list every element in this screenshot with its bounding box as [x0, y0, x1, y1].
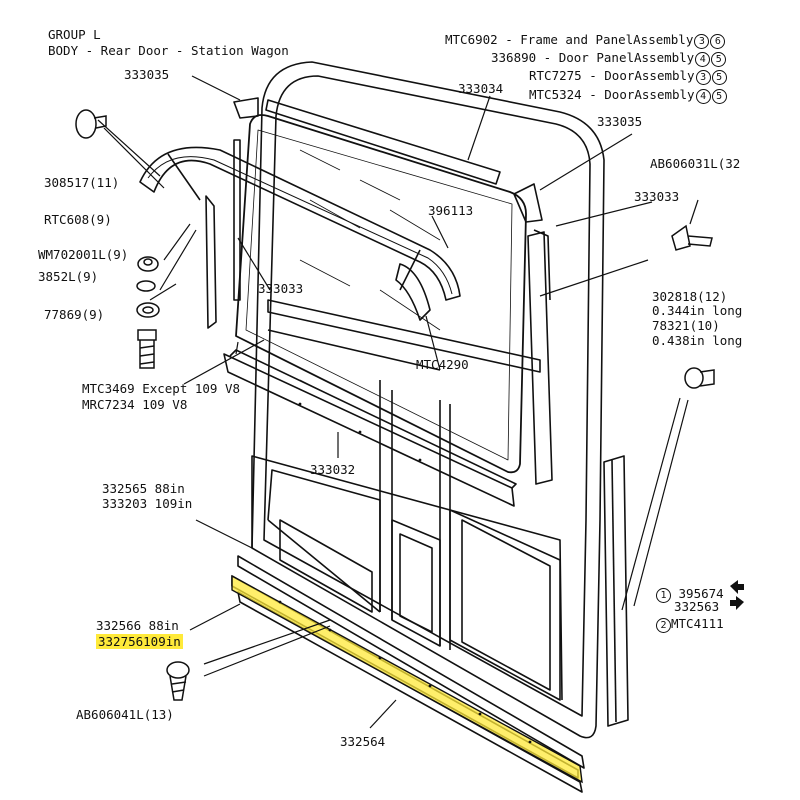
- note-circle: 3: [695, 70, 711, 85]
- callout-333033-right: 333033: [634, 189, 680, 204]
- assembly-part: MTC6902: [445, 32, 498, 47]
- callout-mtc4111: MTC4111: [671, 616, 724, 631]
- washer-icon: [136, 280, 156, 292]
- assembly-desc: Frame and PanelAssembly: [520, 32, 694, 47]
- callout-mrc7234: MRC7234 109 V8: [82, 397, 188, 412]
- callout-396113: 396113: [428, 203, 474, 218]
- callout-332564: 332564: [340, 734, 386, 749]
- bracket-333035-top: [233, 97, 259, 119]
- assembly-desc: DoorAssembly: [604, 68, 695, 83]
- callout-78321-length: 0.438in long: [652, 333, 743, 348]
- note-circle: 3: [694, 34, 710, 49]
- callout-395674: 395674: [678, 586, 724, 601]
- seal-highlight: [231, 574, 583, 784]
- callout-wm702001l: WM702001L(9): [38, 247, 129, 262]
- note-circle: 1: [656, 588, 671, 603]
- note-circle: 5: [711, 89, 727, 104]
- callout-332566: 332566 88in: [96, 618, 179, 633]
- rail-333034: [265, 99, 501, 185]
- callout-ab606041l: AB606041L(13): [76, 707, 174, 722]
- seal-332565: [237, 555, 585, 769]
- callout-333034: 333034: [458, 81, 504, 96]
- rail-333032: [223, 353, 515, 507]
- callout-332563: 332563: [674, 599, 720, 614]
- callout-rtc608: RTC608(9): [44, 212, 112, 227]
- callout-333203: 333203 109in: [102, 496, 193, 511]
- callout-302818: 302818(12): [652, 289, 728, 304]
- assembly-part: 336890: [491, 50, 537, 65]
- group-title: GROUP L: [48, 27, 101, 42]
- callout-333035-top: 333035: [124, 67, 170, 82]
- door-frame-inner: [263, 75, 591, 717]
- note-circle: 4: [695, 52, 711, 67]
- callout-mtc3469: MTC3469 Except 109 V8: [82, 381, 241, 396]
- nut-icon: [137, 256, 159, 272]
- arrow-left-icon: [730, 596, 744, 610]
- callout-mtc4290: MTC4290: [416, 357, 469, 372]
- header-333033: [139, 146, 461, 301]
- callout-77869: 77869(9): [44, 307, 105, 322]
- plug-302818-icon: [684, 367, 704, 389]
- assembly-desc: Door PanelAssembly: [558, 50, 695, 65]
- callout-333033-left: 333033: [258, 281, 304, 296]
- lower-panel: [251, 455, 563, 701]
- callout-ab606031l: AB606031L(32: [650, 156, 741, 171]
- screw-ab606041l-icon: [166, 661, 190, 679]
- callout-308517: 308517(11): [44, 175, 120, 190]
- callout-302818-length: 0.344in long: [652, 303, 743, 318]
- door-frame-outer: [251, 61, 605, 739]
- note-circle: 6: [710, 34, 726, 49]
- vertical-strip-right: [527, 231, 553, 485]
- callout-78321: 78321(10): [652, 318, 720, 333]
- assembly-part: MTC5324: [529, 87, 582, 102]
- note-1-row: 1 395674: [655, 587, 724, 603]
- assembly-part: RTC7275: [529, 68, 582, 83]
- callout-332565: 332565 88in: [102, 481, 185, 496]
- lower-panel-inner: [267, 469, 381, 612]
- large-washer-icon: [136, 302, 160, 318]
- hinge-strip: [603, 455, 629, 727]
- body-title: BODY - Rear Door - Station Wagon: [48, 43, 289, 58]
- lower-window-left: [279, 519, 373, 613]
- arrow-right-icon: [730, 580, 744, 594]
- callout-333035-right: 333035: [597, 114, 643, 129]
- note-circle: 4: [695, 89, 711, 104]
- vertical-strip-left: [205, 195, 217, 329]
- stud-308517-icon: [75, 109, 97, 139]
- note-circle: 2: [656, 618, 671, 633]
- bracket-333035-right: [513, 183, 543, 223]
- note-circle: 5: [711, 52, 727, 67]
- note-circle: 5: [711, 70, 727, 85]
- assembly-desc: DoorAssembly: [604, 87, 695, 102]
- screw-ab606031l-icon: [671, 224, 713, 251]
- highlighted-part-number: 332756109in: [96, 634, 183, 649]
- callout-333032: 333032: [310, 462, 356, 477]
- callout-3852l: 3852L(9): [38, 269, 99, 284]
- callout-332756: 332756109in: [96, 634, 183, 649]
